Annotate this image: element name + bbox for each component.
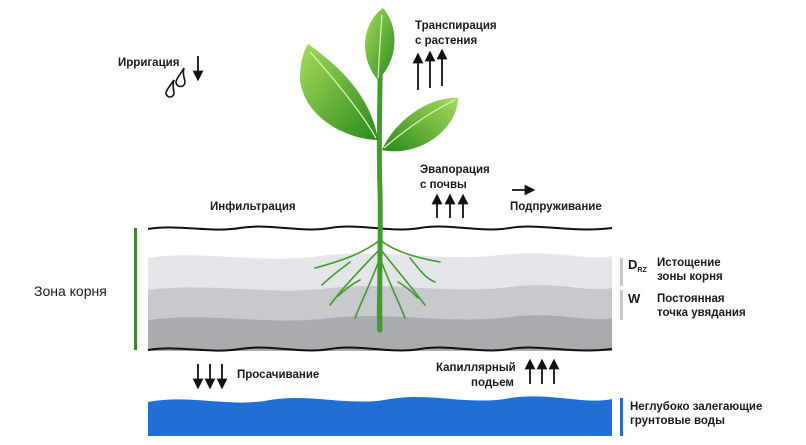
groundwater-area: [148, 396, 612, 436]
groundwater-label-line2: грунтовые воды: [630, 415, 725, 427]
soil-layers: [148, 253, 612, 351]
runoff-label: Подпруживание: [510, 201, 602, 213]
soil-layer-bottom: [148, 315, 612, 351]
irrigation-label: Ирригация: [118, 57, 180, 69]
transpiration-label-line2: с растения: [415, 35, 478, 47]
w-symbol: W: [628, 291, 641, 306]
depletion-label-line2: зоны корня: [657, 271, 723, 283]
groundwater-label-line1: Неглубоко залегающие: [630, 401, 763, 413]
plant-roots: [314, 239, 441, 331]
leaf-left: [300, 44, 378, 140]
infiltration-label: Инфильтрация: [210, 201, 296, 213]
percolation-label: Просачивание: [237, 369, 320, 381]
evaporation-label-line1: Эвапорация: [420, 164, 490, 176]
leaf-right: [382, 97, 458, 152]
root-zone-label: Зона корня: [34, 283, 107, 299]
evaporation-label-line2: с почвы: [420, 179, 467, 191]
depletion-label-line1: Истощение: [657, 257, 721, 269]
root-zone-bottom-line: [147, 346, 613, 352]
wilting-label-line2: точка увядания: [657, 307, 746, 319]
capillary-label-line1: Капиллярный: [436, 362, 516, 374]
wilting-scale-bar: [620, 290, 623, 320]
transpiration-label-line1: Транспирация: [415, 20, 497, 32]
capillary-label-line2: подьем: [471, 377, 514, 389]
wilting-label-line1: Постоянная: [657, 293, 725, 305]
depletion-scale-bar: [620, 258, 623, 286]
plant-icon: [300, 8, 458, 333]
drz-symbol: DRZ: [628, 257, 647, 275]
plant-stem: [376, 32, 383, 333]
root-zone-bar: [134, 228, 137, 350]
groundwater-bar: [620, 398, 623, 436]
water-drops-icon: [165, 67, 186, 98]
